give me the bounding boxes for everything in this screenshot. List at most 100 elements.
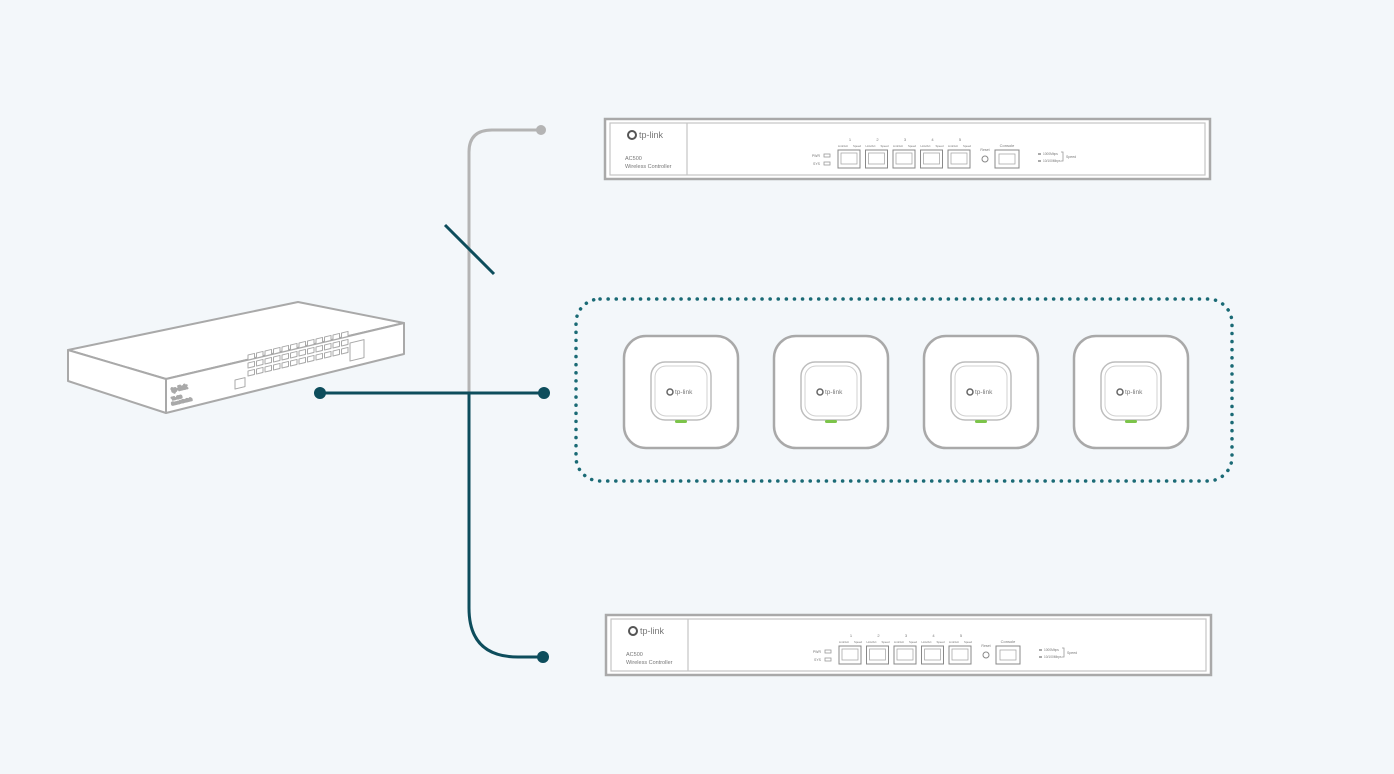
- switch-port: [256, 358, 264, 367]
- tp-link-logo-icon: [966, 388, 974, 396]
- controller-port-led-label: Link/Act: [921, 144, 931, 148]
- access-point-inner-ring: [954, 365, 1008, 417]
- access-point[interactable]: tp-link: [1072, 334, 1190, 450]
- switch-port: [247, 360, 255, 369]
- controller-speed-led: [1038, 160, 1041, 162]
- switch-port: [264, 348, 272, 357]
- link-endpoint-switch: [314, 387, 326, 399]
- controller-port-led-label: Link/Act: [866, 144, 876, 148]
- access-point-inner-ring: [804, 365, 858, 417]
- switch-port: [273, 346, 281, 355]
- controller-ethernet-port: [921, 645, 944, 665]
- controller-port-led-label: Link/Act: [838, 144, 848, 148]
- access-point-status-led: [1125, 420, 1137, 423]
- controller-speed-label: 10/100Mbps: [1044, 655, 1062, 659]
- access-point[interactable]: tp-link: [922, 334, 1040, 450]
- controller-port-number: 3: [905, 633, 908, 638]
- controller-ethernet-port: [893, 645, 917, 665]
- controller-reset-button: [981, 155, 989, 163]
- switch-sfp-slot: [349, 339, 365, 362]
- controller-brand: tp-link: [639, 130, 664, 140]
- inactive-link-to-top-controller: [467, 128, 541, 393]
- controller-led-label: SYS: [813, 162, 821, 166]
- network-switch[interactable]: tp-link TL-SG Smart Switch: [67, 301, 405, 414]
- switch-port: [281, 352, 289, 361]
- switch-port: [264, 356, 272, 365]
- switch-port: [341, 338, 349, 347]
- controller-led: [823, 161, 831, 166]
- link-endpoint-bottom-controller: [537, 651, 549, 663]
- controller-port-number: 5: [959, 137, 962, 142]
- switch-port: [256, 366, 264, 375]
- switch-port: [315, 344, 323, 353]
- access-point[interactable]: tp-link: [622, 334, 740, 450]
- controller-ethernet-port-inner: [841, 648, 859, 661]
- controller-ethernet-port: [920, 149, 943, 169]
- controller-reset-label: Reset: [981, 644, 990, 648]
- switch-brand-logo: tp-link: [171, 384, 189, 394]
- controller-ethernet-port-inner: [896, 648, 914, 661]
- controller-port-number: 2: [876, 137, 879, 142]
- switch-port-block: [234, 330, 365, 390]
- controller-led: [824, 649, 832, 654]
- switch-port: [324, 342, 332, 351]
- controller-port-number: 2: [877, 633, 880, 638]
- controller-speed-bracket: [1061, 151, 1064, 162]
- controller-chassis: [603, 117, 1212, 181]
- switch-port: [332, 348, 340, 357]
- controller-ethernet-port-inner: [840, 152, 858, 165]
- switch-port: [324, 350, 332, 359]
- switch-model-subtitle: Smart Switch: [171, 397, 192, 406]
- access-point-status-led: [825, 420, 837, 423]
- active-link-to-bottom-controller: [467, 393, 543, 659]
- controller-faceplate: [609, 122, 1206, 176]
- controller-speed-label: 10/100Mbps: [1043, 159, 1061, 163]
- controller-speed-bracket: [1062, 647, 1065, 658]
- switch-port: [307, 346, 315, 355]
- switch-model-label: TL-SG: [171, 395, 182, 401]
- controller-console-port-inner: [998, 153, 1016, 165]
- switch-port: [281, 360, 289, 369]
- controller-ethernet-port-inner: [895, 152, 913, 165]
- controller-reset-label: Reset: [980, 148, 989, 152]
- switch-port: [341, 346, 349, 355]
- links: [314, 125, 550, 663]
- access-point-brand: tp-link: [975, 389, 993, 396]
- switch-port: [307, 338, 315, 347]
- controller-console-port: [995, 645, 1021, 665]
- controller-ethernet-port: [865, 149, 888, 169]
- controller-ethernet-port-inner: [924, 648, 941, 661]
- access-point-inner-ring: [1104, 365, 1158, 417]
- controller-ethernet-port-inner: [951, 648, 969, 661]
- switch-side-face: [67, 349, 167, 414]
- controller-speed-led: [1039, 656, 1042, 658]
- controller-led-label: SYS: [814, 658, 822, 662]
- controller-port-led-label: Link/Act: [949, 640, 959, 644]
- switch-port: [290, 358, 298, 367]
- controller-speed-label: 1000Mbps: [1043, 152, 1058, 156]
- controller-port-led-label: Speed: [964, 640, 973, 644]
- switch-port: [332, 340, 340, 349]
- controller-port-led-label: Link/Act: [867, 640, 877, 644]
- controller-port-led-label: Link/Act: [894, 640, 904, 644]
- access-point[interactable]: tp-link: [772, 334, 890, 450]
- controller-port-led-label: Speed: [881, 144, 890, 148]
- access-point-group-border: [574, 297, 1234, 483]
- controller-port-led-label: Speed: [853, 144, 862, 148]
- tp-link-logo-icon: [816, 388, 824, 396]
- controller-console-label: Console: [1000, 143, 1015, 148]
- switch-port: [256, 350, 264, 359]
- controller-ethernet-port-inner: [868, 152, 885, 165]
- controller-port-led-label: Speed: [908, 144, 917, 148]
- switch-console-port: [234, 377, 246, 390]
- switch-port: [315, 336, 323, 345]
- controller-subtitle: Wireless Controller: [626, 660, 673, 666]
- switch-port: [341, 330, 349, 339]
- controller-port-led-label: Speed: [963, 144, 972, 148]
- switch-port: [247, 352, 255, 361]
- controller-port-number: 1: [849, 137, 852, 142]
- switch-port: [247, 368, 255, 377]
- controller-port-led-label: Link/Act: [893, 144, 903, 148]
